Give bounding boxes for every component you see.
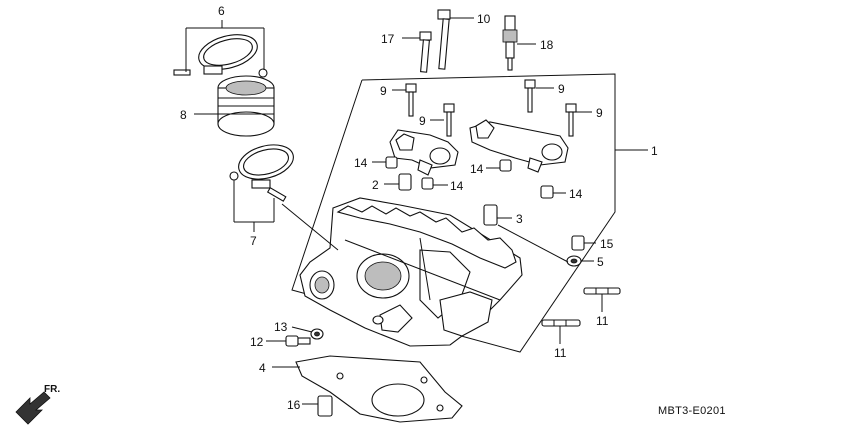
clamp-7	[229, 144, 294, 202]
clamp-6	[173, 34, 268, 78]
bolt-10	[437, 9, 451, 70]
collar-14-b	[421, 177, 434, 190]
washer-13	[310, 328, 324, 340]
insulator-8	[217, 75, 275, 137]
diagram-code: MBT3-E0201	[658, 405, 726, 417]
callout-9-b: 9	[558, 82, 565, 96]
washer-5	[566, 255, 582, 267]
callout-11-a: 11	[596, 314, 609, 328]
callout-2: 2	[372, 178, 379, 192]
callout-14-b: 14	[470, 162, 484, 176]
callout-18: 18	[540, 38, 554, 52]
rocker-arm-left	[389, 129, 459, 176]
collar-14-a	[385, 156, 398, 169]
callout-8: 8	[180, 108, 187, 122]
callout-6: 6	[218, 4, 225, 18]
callout-5: 5	[597, 255, 604, 269]
callout-9-a: 9	[380, 84, 387, 98]
stud-11-b	[541, 319, 581, 327]
head-gasket-4	[295, 355, 463, 423]
callout-12: 12	[250, 335, 264, 349]
callout-9-d: 9	[596, 106, 603, 120]
callout-14-d: 14	[569, 187, 583, 201]
callout-labels: 6 10 17 18 9 9 9 9 8 1 14 14 2 14 14 3 7…	[44, 4, 726, 417]
callout-17: 17	[381, 32, 395, 46]
collar-14-c	[499, 159, 512, 172]
bolt-12	[285, 335, 311, 347]
dowel-16	[317, 395, 333, 417]
callout-7: 7	[250, 234, 257, 248]
callout-16: 16	[287, 398, 301, 412]
front-direction-label: FR.	[44, 384, 60, 395]
spark-plug-18	[502, 15, 518, 71]
callout-13: 13	[274, 320, 288, 334]
dowel-3	[483, 204, 498, 226]
bolt-17	[419, 31, 432, 73]
bolt-9-c	[524, 79, 536, 113]
dowel-2	[398, 173, 412, 191]
callout-4: 4	[259, 361, 266, 375]
callout-9-c: 9	[419, 114, 426, 128]
callout-14-a: 14	[354, 156, 368, 170]
bolt-9-d	[565, 103, 577, 137]
callout-3: 3	[516, 212, 523, 226]
callout-1: 1	[651, 144, 658, 158]
collar-15	[571, 235, 585, 251]
collar-14-d	[540, 185, 554, 199]
assembly-outline	[291, 73, 648, 353]
rocker-arm-right	[469, 119, 569, 173]
callout-15: 15	[600, 237, 614, 251]
callout-10: 10	[477, 12, 491, 26]
callout-14-c: 14	[450, 179, 464, 193]
bolt-9-b	[443, 103, 455, 137]
stud-11-a	[583, 287, 621, 295]
callout-11-b: 11	[554, 346, 567, 360]
cylinder-head	[299, 197, 523, 347]
leader-lines	[185, 17, 603, 405]
bolt-9-a	[405, 83, 417, 117]
front-direction-arrow-icon	[15, 391, 51, 425]
